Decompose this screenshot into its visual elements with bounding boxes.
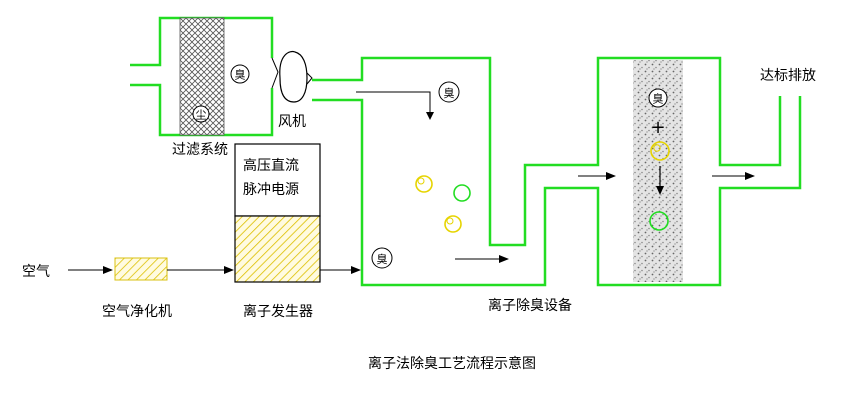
ion-generator-label: 离子发生器	[243, 303, 313, 320]
yellow-ion-icon	[444, 215, 462, 233]
fan-to-deodorizer-duct	[312, 56, 802, 287]
odor-icon: 臭	[371, 247, 393, 269]
ion-deodorizer-label: 离子除臭设备	[488, 297, 572, 314]
filter-system: 尘 臭 过滤系统	[130, 16, 279, 158]
ion-generator: 离子发生器	[234, 215, 321, 320]
odor-icon: 臭	[648, 88, 668, 108]
air-purifier-label: 空气净化机	[102, 304, 172, 320]
yellow-ion-icon	[415, 175, 433, 193]
green-ion-icon	[453, 184, 471, 202]
filter-system-label: 过滤系统	[172, 142, 228, 158]
dust-icon: 尘	[192, 105, 210, 123]
fan: 风机	[278, 50, 313, 130]
svg-text:臭: 臭	[377, 252, 388, 266]
hv-power-label-line2: 脉冲电源	[243, 182, 299, 198]
fan-body-icon	[279, 50, 308, 103]
ion-deodorizer-chamber: 臭 臭 离子除臭设备	[356, 81, 572, 314]
filter-duct-outline	[130, 16, 274, 137]
yellow-ion-icon	[650, 141, 670, 161]
fan-label: 风机	[278, 114, 306, 130]
svg-text:尘: 尘	[196, 109, 207, 122]
hv-power-supply: 高压直流 脉冲电源	[234, 143, 321, 217]
air-label: 空气	[22, 264, 50, 280]
diagram-caption: 离子法除臭工艺流程示意图	[368, 355, 536, 372]
odor-icon: 臭	[438, 81, 460, 103]
green-ion-icon	[649, 211, 669, 231]
svg-text:臭: 臭	[653, 92, 664, 106]
plus-icon: +	[650, 117, 665, 138]
inlet-flow-arrow	[356, 91, 431, 118]
svg-text:臭: 臭	[235, 68, 246, 82]
odor-icon: 臭	[230, 64, 250, 84]
svg-text:臭: 臭	[444, 86, 455, 100]
filter-fan-connector	[271, 57, 279, 89]
hv-power-label-line1: 高压直流	[243, 157, 299, 174]
air-purifier: 空气净化机	[102, 257, 172, 320]
reaction-column: 臭 +	[578, 60, 755, 282]
discharge-label: 达标排放	[760, 68, 816, 84]
